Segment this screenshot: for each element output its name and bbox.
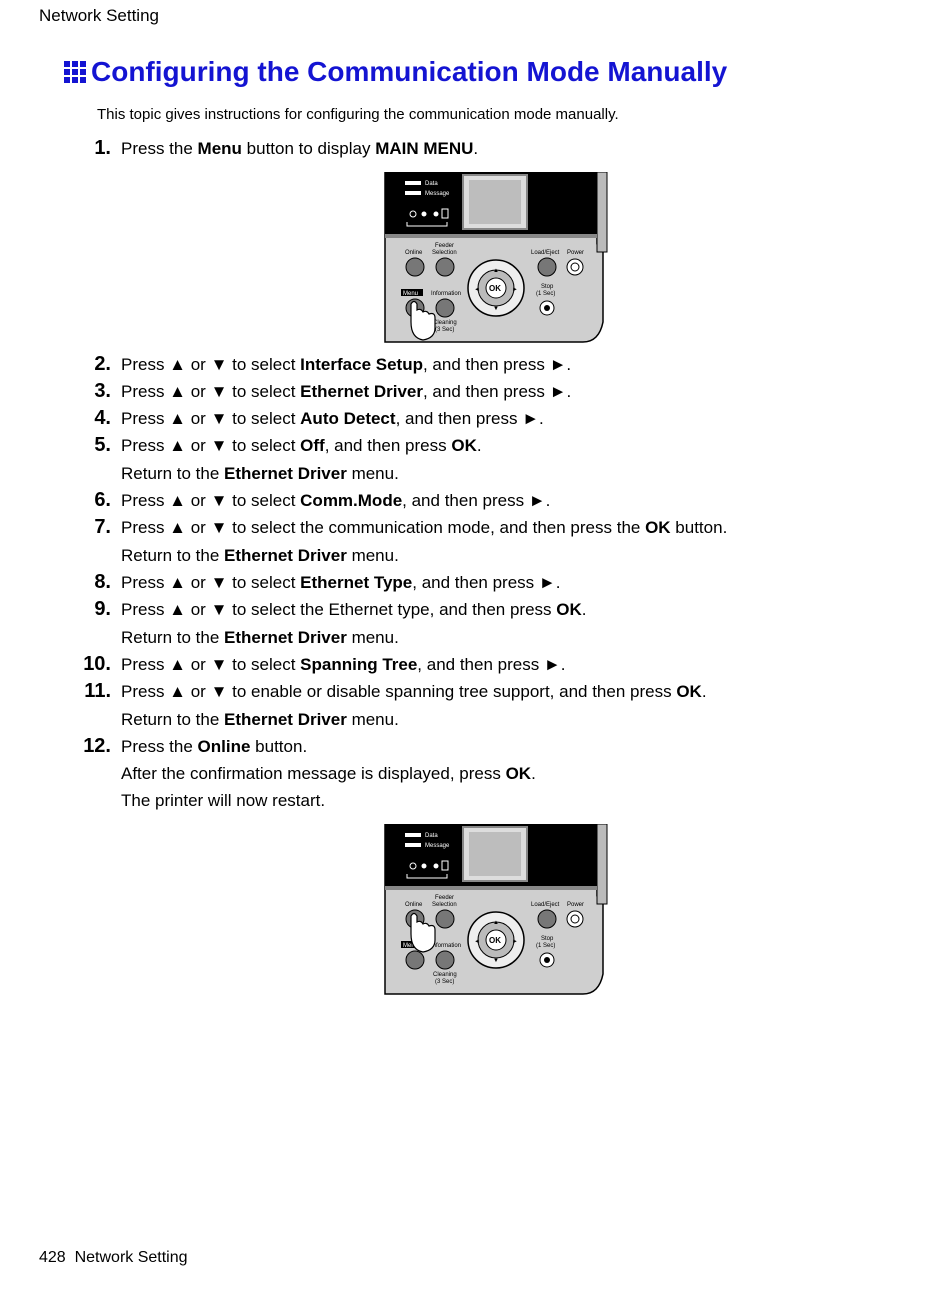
- svg-text:Message: Message: [425, 843, 450, 849]
- step-4: 4. Press ▲ or ▼ to select Auto Detect, a…: [94, 407, 544, 429]
- pointing-hand-icon: [410, 300, 436, 341]
- pointing-hand-icon: [410, 912, 436, 953]
- title-row: Configuring the Communication Mode Manua…: [64, 56, 727, 88]
- svg-text:OK: OK: [489, 284, 501, 293]
- svg-text:►: ►: [512, 939, 518, 945]
- svg-text:Load/Eject: Load/Eject: [531, 250, 560, 256]
- svg-text:Load/Eject: Load/Eject: [531, 902, 560, 908]
- svg-text:▼: ▼: [493, 958, 499, 964]
- note-restart: The printer will now restart.: [121, 791, 326, 810]
- svg-text:(3 Sec): (3 Sec): [435, 979, 454, 985]
- svg-text:▲: ▲: [493, 920, 499, 926]
- svg-text:Online: Online: [405, 902, 423, 908]
- step-2: 2. Press ▲ or ▼ to select Interface Setu…: [94, 353, 572, 375]
- grid-icon: [64, 61, 86, 83]
- step-5: 5. Press ▲ or ▼ to select Off, and then …: [94, 434, 482, 456]
- note-return-menu: Return to the Ethernet Driver menu.: [121, 546, 399, 565]
- control-panel-illustration: Data Message Online Feeder Selection Loa…: [384, 172, 608, 343]
- svg-text:Selection: Selection: [432, 250, 457, 256]
- step-1: 1. Press the Menu button to display MAIN…: [94, 137, 478, 159]
- svg-text:Data: Data: [425, 181, 438, 187]
- svg-text:◄: ◄: [474, 939, 480, 945]
- svg-text:◄: ◄: [474, 287, 480, 293]
- note-confirm: After the confirmation message is displa…: [121, 764, 536, 783]
- step-3: 3. Press ▲ or ▼ to select Ethernet Drive…: [94, 380, 572, 402]
- step-12: 12. Press the Online button.: [83, 735, 308, 757]
- footer-section: Network Setting: [74, 1249, 188, 1266]
- svg-text:Power: Power: [567, 902, 584, 908]
- svg-text:Online: Online: [405, 250, 423, 256]
- svg-text:Stop: Stop: [541, 284, 554, 290]
- page-title: Configuring the Communication Mode Manua…: [91, 56, 728, 87]
- svg-text:Power: Power: [567, 250, 584, 256]
- note-return-menu: Return to the Ethernet Driver menu.: [121, 710, 399, 729]
- step-11: 11. Press ▲ or ▼ to enable or disable sp…: [84, 680, 707, 702]
- control-panel-image-online: Data Message Online Feeder Selection Loa…: [383, 824, 611, 996]
- step-10: 10. Press ▲ or ▼ to select Spanning Tree…: [83, 653, 566, 675]
- svg-text:Information: Information: [431, 291, 461, 297]
- svg-text:(3 Sec): (3 Sec): [435, 327, 454, 333]
- svg-text:►: ►: [512, 287, 518, 293]
- svg-text:OK: OK: [489, 936, 501, 945]
- step-8: 8. Press ▲ or ▼ to select Ethernet Type,…: [94, 571, 561, 593]
- intro-text: This topic gives instructions for config…: [97, 106, 619, 123]
- svg-text:Cleaning: Cleaning: [433, 320, 457, 326]
- page-footer: 428 Network Setting: [39, 1249, 188, 1267]
- running-header: Network Setting: [39, 6, 159, 25]
- svg-text:Cleaning: Cleaning: [433, 972, 457, 978]
- svg-text:Menu: Menu: [403, 291, 418, 297]
- svg-text:Selection: Selection: [432, 902, 457, 908]
- svg-text:Data: Data: [425, 833, 438, 839]
- svg-text:Feeder: Feeder: [435, 243, 454, 249]
- svg-text:Feeder: Feeder: [435, 895, 454, 901]
- note-return-menu: Return to the Ethernet Driver menu.: [121, 628, 399, 647]
- svg-text:▲: ▲: [493, 268, 499, 274]
- step-9: 9. Press ▲ or ▼ to select the Ethernet t…: [94, 598, 587, 620]
- svg-text:Message: Message: [425, 191, 450, 197]
- svg-text:▼: ▼: [493, 306, 499, 312]
- svg-text:Stop: Stop: [541, 936, 554, 942]
- control-panel-illustration: Data Message Online Feeder Selection Loa…: [384, 824, 608, 995]
- page-number: 428: [39, 1249, 66, 1266]
- step-number: 1.: [94, 137, 111, 159]
- svg-text:(1 Sec): (1 Sec): [536, 943, 555, 949]
- svg-text:Menu: Menu: [403, 943, 418, 949]
- step-7: 7. Press ▲ or ▼ to select the communicat…: [94, 516, 728, 538]
- svg-text:(1 Sec): (1 Sec): [536, 291, 555, 297]
- control-panel-image-menu: Data Message Online Feeder Selection Loa…: [383, 172, 611, 344]
- note-return-menu: Return to the Ethernet Driver menu.: [121, 464, 399, 483]
- svg-text:Information: Information: [431, 943, 461, 949]
- step-6: 6. Press ▲ or ▼ to select Comm.Mode, and…: [94, 489, 551, 511]
